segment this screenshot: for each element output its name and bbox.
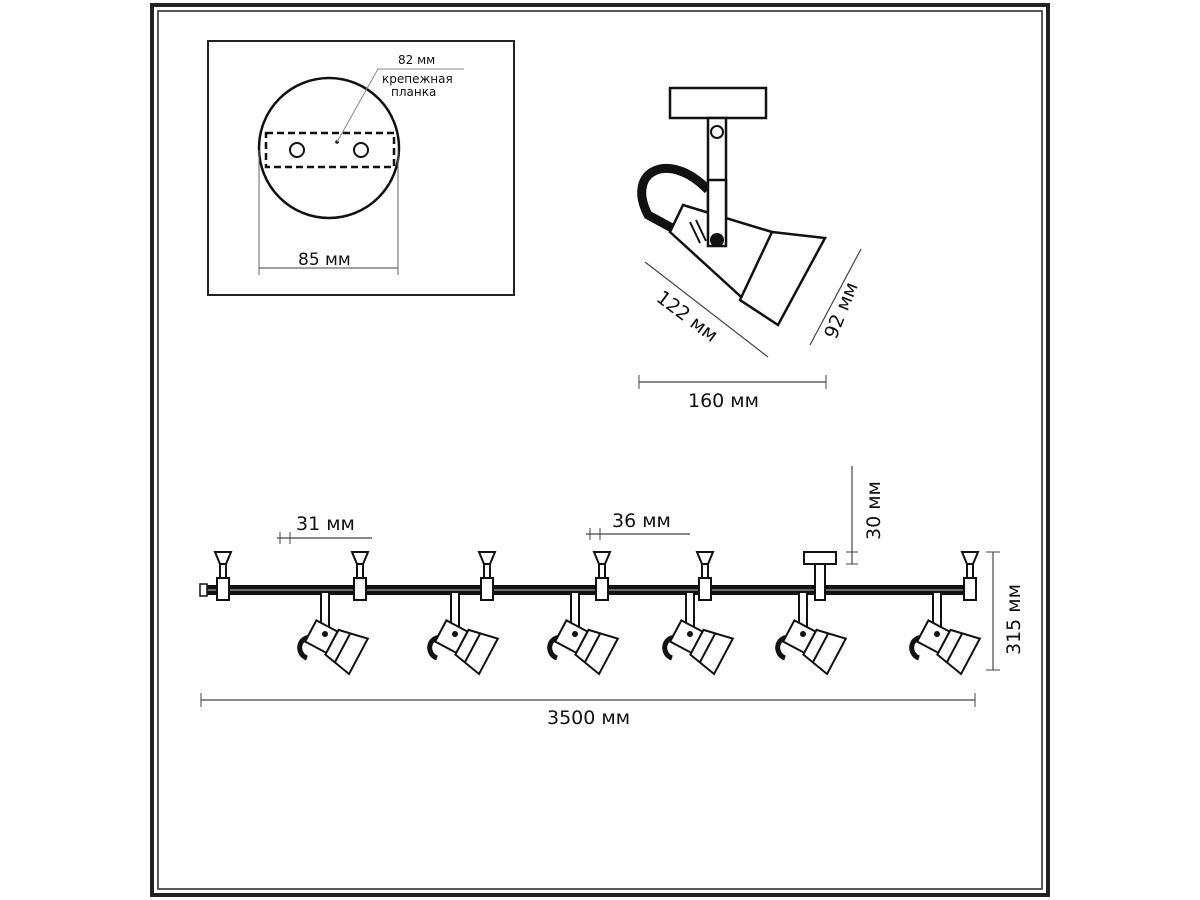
plate-label-line2: планка [391, 85, 436, 99]
mounting-bar [264, 131, 396, 169]
rail-hanger [593, 551, 611, 601]
rail-length-label: 3500 мм [547, 707, 630, 729]
base-diameter-label: 85 мм [298, 250, 351, 270]
plate-width-label: 82 мм [398, 53, 435, 67]
screw-hole-right [353, 142, 369, 158]
rail-spotlight [430, 592, 498, 674]
rail-hanger [961, 551, 979, 601]
rail-height-label: 315 мм [1003, 584, 1025, 655]
canopy [668, 86, 768, 120]
power-canopy [803, 551, 837, 601]
rail-spotlight [550, 592, 618, 674]
inner-frame [157, 10, 1043, 890]
spacing-36-label: 36 мм [612, 510, 671, 532]
spacing-31-label: 31 мм [296, 513, 355, 535]
base-circle [257, 76, 401, 220]
rail-spotlight [300, 592, 368, 674]
spot-head-diameter-label: 92 мм [820, 279, 862, 342]
plate-label-line1: крепежная [382, 72, 453, 86]
single-spotlight-view: 122 мм 92 мм 160 мм [637, 86, 863, 412]
rail-hanger [696, 551, 714, 601]
outer-frame [150, 3, 1050, 897]
rail-hanger [214, 551, 232, 601]
lamp-shade [738, 230, 827, 327]
rail-hanger [351, 551, 369, 601]
canopy-height-label: 30 мм [863, 481, 885, 540]
spot-width-label: 160 мм [688, 390, 759, 412]
rail-hanger [478, 551, 496, 601]
mounting-plate-view: 82 мм крепежная планка 85 мм [207, 40, 515, 296]
rail-system-view: 31 мм 36 мм 30 мм 315 мм 3500 мм [199, 466, 1025, 729]
cable [637, 163, 712, 232]
rail-spotlight [778, 592, 846, 674]
screw-hole-left [289, 142, 305, 158]
spot-length-label: 122 мм [652, 286, 722, 346]
end-cap-left [199, 583, 208, 597]
rail-spotlight [665, 592, 733, 674]
rail-spotlight [912, 592, 980, 674]
